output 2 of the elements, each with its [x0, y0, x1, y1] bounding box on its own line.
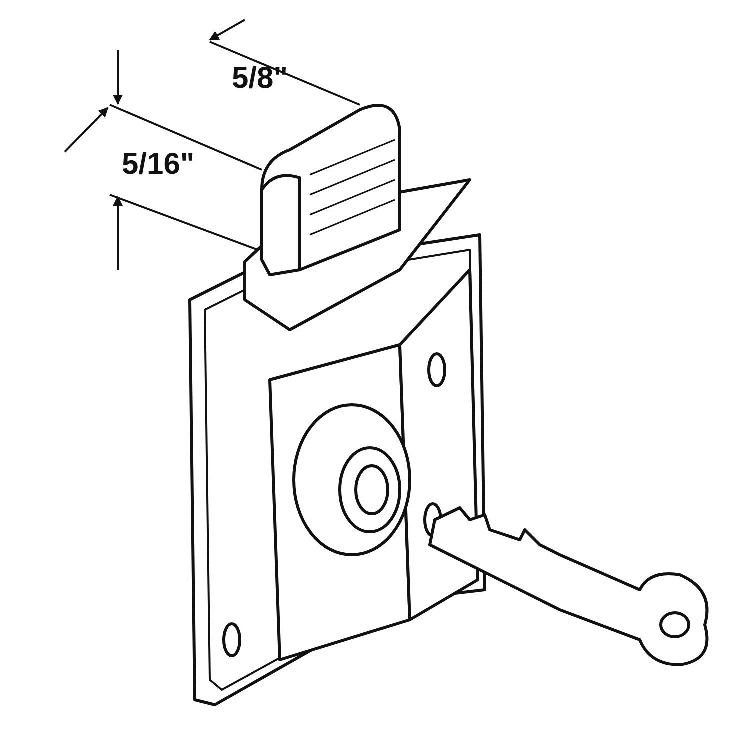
dimension-label: 5/16" [122, 148, 195, 182]
dimension-label: 5/8" [232, 62, 288, 96]
